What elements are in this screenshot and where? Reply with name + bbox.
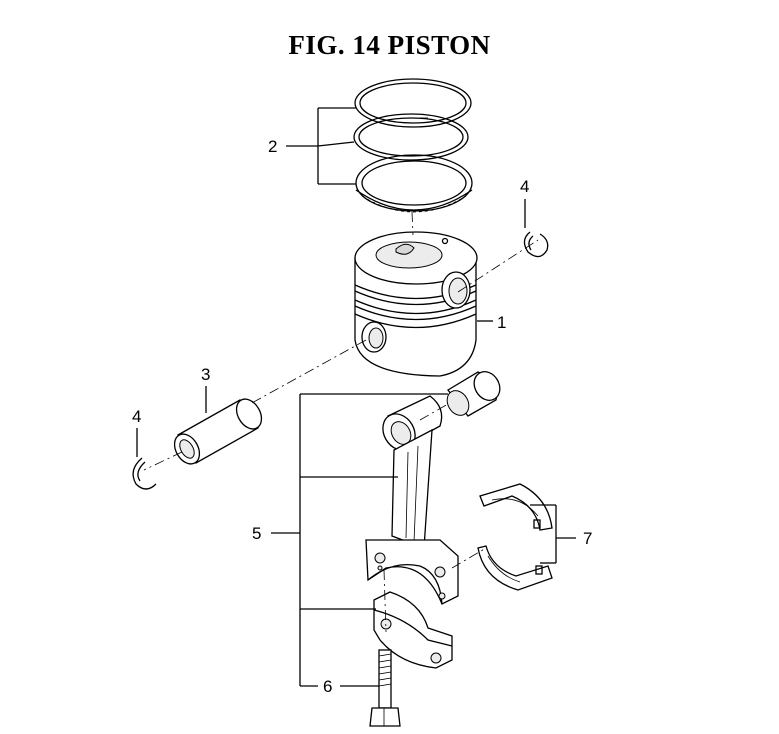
callout-3: 3 [201,365,210,384]
callout-4-right: 4 [520,177,529,196]
figure-title: FIG. 14 PISTON [288,30,491,60]
callout-2: 2 [268,137,277,156]
callout-6: 6 [323,677,332,696]
callout-4-left: 4 [132,407,141,426]
callout-7: 7 [583,529,592,548]
piston [354,231,478,377]
piston-pin [173,398,263,465]
circlip-right [523,231,549,258]
connecting-rod [365,395,459,669]
callout-5: 5 [252,524,261,543]
piston-rings [353,78,473,213]
circlip-left [132,457,157,490]
assembly-lines [143,211,539,633]
callout-1: 1 [497,313,506,332]
connecting-rod-bolt [369,649,401,727]
bearing-shells [477,483,553,591]
leader-lines [136,107,576,687]
small-end-bushing [446,371,501,417]
